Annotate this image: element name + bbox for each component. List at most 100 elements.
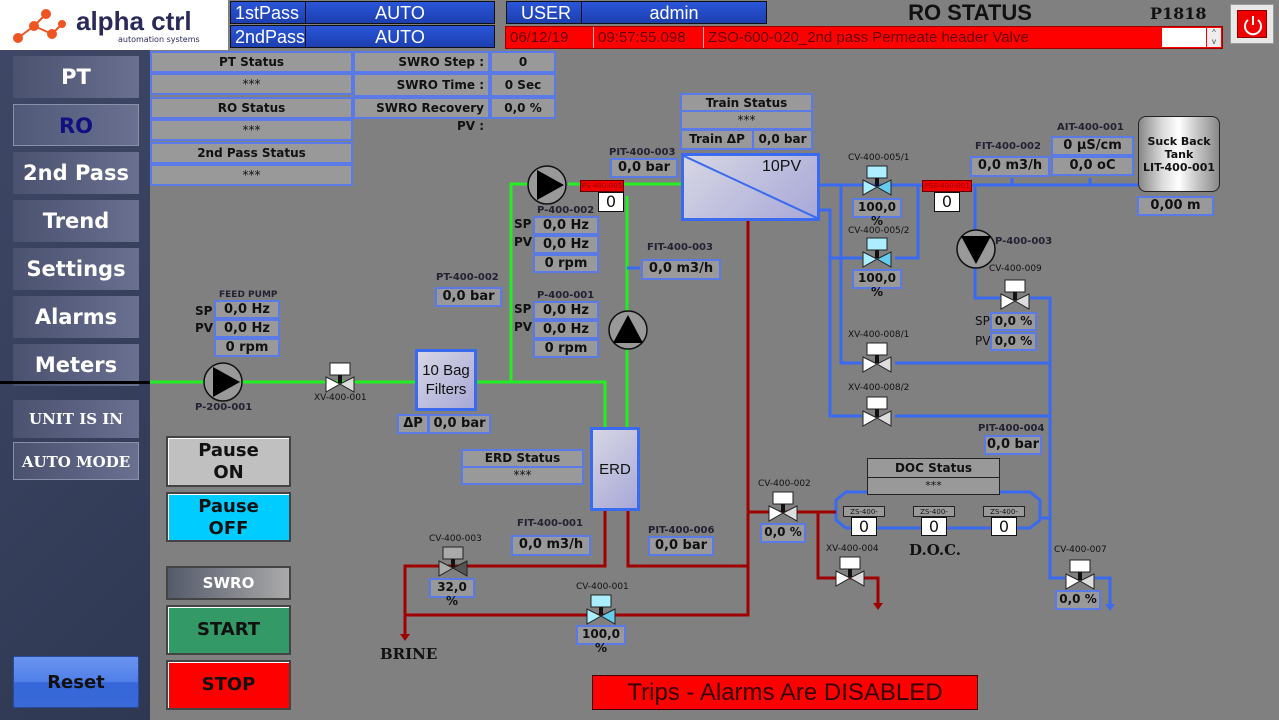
p400002-sp-value[interactable]: 0,0 Hz xyxy=(533,216,599,235)
valve-tag: XV-400-004 xyxy=(826,544,879,554)
train-status-value: *** xyxy=(680,110,813,130)
fit400003-tag: FIT-400-003 xyxy=(647,242,713,253)
ro-membrane-vessel[interactable]: 10PV xyxy=(681,153,820,221)
tank-tag: LIT-400-001 xyxy=(1142,161,1216,174)
feed-pv-label: PV xyxy=(195,321,214,335)
drain-arrow xyxy=(873,603,883,610)
nav-trend[interactable]: Trend xyxy=(13,200,139,242)
pse400001-value: 0 xyxy=(934,192,960,212)
nav-pt[interactable]: PT xyxy=(13,56,139,98)
alarm-banner[interactable]: 06/12/19 09:57:55.098 ZSO-600-020_2nd pa… xyxy=(505,26,1223,49)
swro-step-label: SWRO Step : xyxy=(353,51,490,73)
valve-cv400001[interactable] xyxy=(586,594,616,626)
user-value[interactable]: admin xyxy=(581,1,767,24)
nav-alarms[interactable]: Alarms xyxy=(13,296,139,338)
swro-step-value: 0 xyxy=(490,51,556,73)
stop-button[interactable]: STOP xyxy=(166,660,291,710)
alarm-blank xyxy=(1162,28,1206,47)
p400002-pv-value: 0,0 Hz xyxy=(533,235,599,254)
alarm-date: 06/12/19 xyxy=(506,27,594,48)
nav-settings[interactable]: Settings xyxy=(13,248,139,290)
doc-status-value: *** xyxy=(867,477,1000,495)
pump-p400003-icon[interactable] xyxy=(955,228,997,270)
ro-status-value: *** xyxy=(150,119,353,141)
valve-tag: CV-400-005/1 xyxy=(848,153,910,163)
valve-tag: CV-400-009 xyxy=(989,264,1042,274)
logo-text: alpha ctrl xyxy=(76,6,192,36)
valve-xv400008_1[interactable] xyxy=(862,342,892,374)
nav-meters[interactable]: Meters xyxy=(13,344,139,386)
p400001-sp-value[interactable]: 0,0 Hz xyxy=(533,301,599,320)
nav-ro[interactable]: RO xyxy=(13,104,139,146)
train-dp-label: Train ΔP xyxy=(680,129,754,150)
zs400001-value: 0 xyxy=(851,517,877,536)
p400001-pv-value: 0,0 Hz xyxy=(533,320,599,339)
valve-cv400005_2[interactable] xyxy=(862,237,892,269)
valve-cv400009[interactable] xyxy=(1000,279,1030,311)
mode-line1: UNIT IS IN xyxy=(13,400,139,438)
alarm-scroll[interactable]: ^v xyxy=(1207,28,1221,47)
pit400006-tag: PIT-400-006 xyxy=(648,525,715,536)
swro-label: SWRO xyxy=(166,566,291,600)
fit400002-value: 0,0 m3/h xyxy=(970,156,1050,177)
pass1-mode[interactable]: AUTO xyxy=(305,1,495,24)
pump-p200001-tag: P-200-001 xyxy=(195,402,253,413)
power-button[interactable] xyxy=(1230,4,1274,44)
doc-status-label: DOC Status xyxy=(867,458,1000,478)
feed-rpm-value: 0 rpm xyxy=(214,338,280,357)
pass2-mode[interactable]: AUTO xyxy=(305,25,495,48)
valve-cv400003[interactable] xyxy=(438,546,468,578)
train-dp-value: 0,0 bar xyxy=(752,129,813,150)
pit400004-tag: PIT-400-004 xyxy=(978,423,1045,434)
filters-dp-label: ΔP xyxy=(397,414,429,434)
pump-p400002-icon[interactable] xyxy=(526,164,568,206)
pump-p400001-icon[interactable] xyxy=(607,309,649,351)
ps400005-value: 0 xyxy=(598,192,624,212)
tank-level-value: 0,00 m xyxy=(1137,196,1214,216)
fit400003-value: 0,0 m3/h xyxy=(641,259,721,280)
brine-label: BRINE xyxy=(380,645,438,663)
pt400002-value: 0,0 bar xyxy=(435,287,502,307)
arrow-down xyxy=(1105,604,1115,611)
fit400001-tag: FIT-400-001 xyxy=(517,518,583,529)
valve-xv400008_2[interactable] xyxy=(862,396,892,428)
company-logo: alpha ctrl automation systems xyxy=(0,0,228,50)
cv400009-pv-value: 0,0 % xyxy=(990,332,1037,351)
valve-position-value: 32,0 % xyxy=(429,578,475,608)
ait400001-temperature: 0,0 oC xyxy=(1051,156,1134,176)
reset-button[interactable]: Reset xyxy=(13,656,139,708)
pt-status-label: PT Status xyxy=(150,51,353,73)
valve-icon xyxy=(586,594,616,625)
p400002-rpm-value: 0 rpm xyxy=(533,254,599,273)
valve-xv400004[interactable] xyxy=(835,556,865,588)
p2-sp-label: SP xyxy=(514,217,532,231)
pit400006-value: 0,0 bar xyxy=(648,536,714,556)
valve-icon xyxy=(768,491,798,522)
valve-tag: CV-400-005/2 xyxy=(848,226,910,236)
valve-icon xyxy=(438,546,468,577)
erd-vessel[interactable]: ERD xyxy=(590,427,640,511)
valve-position-value: 0,0 % xyxy=(1055,590,1101,610)
valve-cv400002[interactable] xyxy=(768,491,798,523)
p1-pv-label: PV xyxy=(514,320,533,334)
valve-cv400005_1[interactable] xyxy=(862,165,892,197)
cv400009-sp-value[interactable]: 0,0 % xyxy=(990,312,1037,331)
valve-xv400001[interactable] xyxy=(325,362,355,394)
pump-p200001-icon[interactable] xyxy=(202,361,244,403)
pump-p400002-tag: P-400-002 xyxy=(537,205,595,216)
feed-pv-value: 0,0 Hz xyxy=(214,319,280,338)
nav-2nd-pass[interactable]: 2nd Pass xyxy=(13,152,139,194)
feed-sp-value[interactable]: 0,0 Hz xyxy=(214,300,280,319)
ro-status-label: RO Status xyxy=(150,97,353,119)
valve-icon xyxy=(1065,559,1095,590)
swro-time-value: 0 Sec xyxy=(490,73,556,97)
pit400003-tag: PIT-400-003 xyxy=(609,147,676,158)
zs400002-value: 0 xyxy=(921,517,947,536)
2nd-pass-status-value: *** xyxy=(150,164,353,186)
valve-cv400007[interactable] xyxy=(1065,559,1095,591)
start-button[interactable]: START xyxy=(166,605,291,655)
